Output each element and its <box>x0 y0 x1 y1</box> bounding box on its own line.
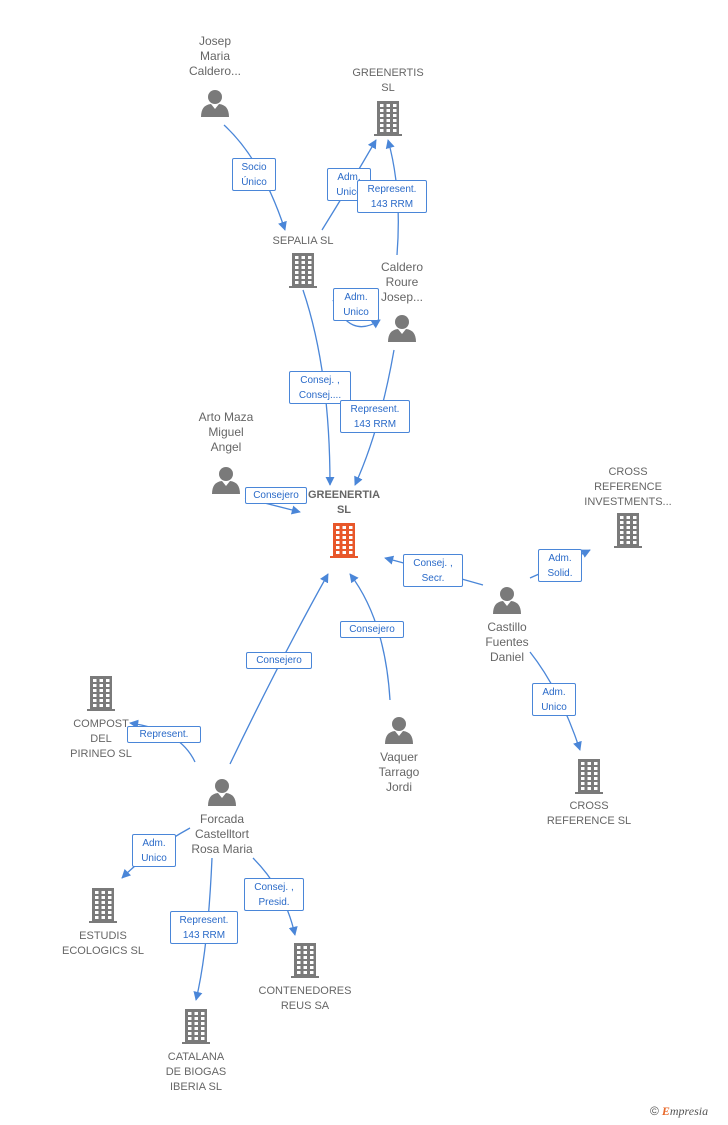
building-icon <box>330 522 358 563</box>
edge-label[interactable]: Represent. 143 RRM <box>357 180 427 213</box>
edge-label[interactable]: Consej. , Secr. <box>403 554 463 587</box>
brand-name: mpresia <box>669 1104 709 1118</box>
node-label: Caldero Roure Josep... <box>380 260 424 304</box>
edge-label[interactable]: Adm. Solid. <box>538 549 582 582</box>
building-icon <box>291 942 319 983</box>
node-label: CATALANA DE BIOGAS IBERIA SL <box>165 1051 227 1093</box>
node-label: Josep Maria Caldero... <box>188 34 242 78</box>
edge-label[interactable]: Adm. Unico <box>333 288 379 321</box>
person-icon <box>201 89 229 122</box>
node-label: ESTUDIS ECOLOGICS SL <box>62 930 144 957</box>
person-icon <box>493 586 521 619</box>
edge-label[interactable]: Consejero <box>245 487 307 504</box>
person-icon <box>388 314 416 347</box>
edge-label[interactable]: Socio Único <box>232 158 276 191</box>
building-icon <box>614 512 642 553</box>
node-label: GREENERTIA SL <box>307 489 381 516</box>
edge-label[interactable]: Represent. 143 RRM <box>340 400 410 433</box>
node-label: Arto Maza Miguel Angel <box>198 410 254 454</box>
person-icon <box>212 466 240 499</box>
building-icon <box>87 675 115 716</box>
edge-label[interactable]: Consejero <box>340 621 404 638</box>
edge-label[interactable]: Consej. , Presid. <box>244 878 304 911</box>
copyright-symbol: © <box>650 1104 659 1118</box>
building-icon <box>182 1008 210 1049</box>
node-label: Forcada Castelltort Rosa Maria <box>191 812 253 856</box>
edge-label[interactable]: Adm. Unico <box>532 683 576 716</box>
edge-label[interactable]: Represent. 143 RRM <box>170 911 238 944</box>
person-icon <box>385 716 413 749</box>
node-label: Castillo Fuentes Daniel <box>485 620 529 664</box>
building-icon <box>289 252 317 293</box>
empresia-logo[interactable]: © Empresia <box>650 1104 708 1119</box>
edge-label[interactable]: Consejero <box>246 652 312 669</box>
node-label: Vaquer Tarrago Jordi <box>378 750 420 794</box>
node-label: CROSS REFERENCE SL <box>546 800 632 827</box>
edge-forcada-to-greenertia <box>229 573 329 765</box>
building-icon <box>374 100 402 141</box>
brand-initial: E <box>661 1104 670 1118</box>
building-icon <box>89 887 117 928</box>
node-label: COMPOST DEL PIRINEO SL <box>70 718 132 760</box>
person-icon <box>208 778 236 811</box>
node-label: CONTENEDORES REUS SA <box>258 985 352 1012</box>
node-label: GREENERTIS SL <box>352 67 424 94</box>
node-label: CROSS REFERENCE INVESTMENTS... <box>584 466 672 508</box>
edge-label[interactable]: Consej. , Consej.... <box>289 371 351 404</box>
edge-label[interactable]: Represent. <box>127 726 201 743</box>
edge-label[interactable]: Adm. Unico <box>132 834 176 867</box>
node-label: SEPALIA SL <box>272 235 334 247</box>
building-icon <box>575 758 603 799</box>
